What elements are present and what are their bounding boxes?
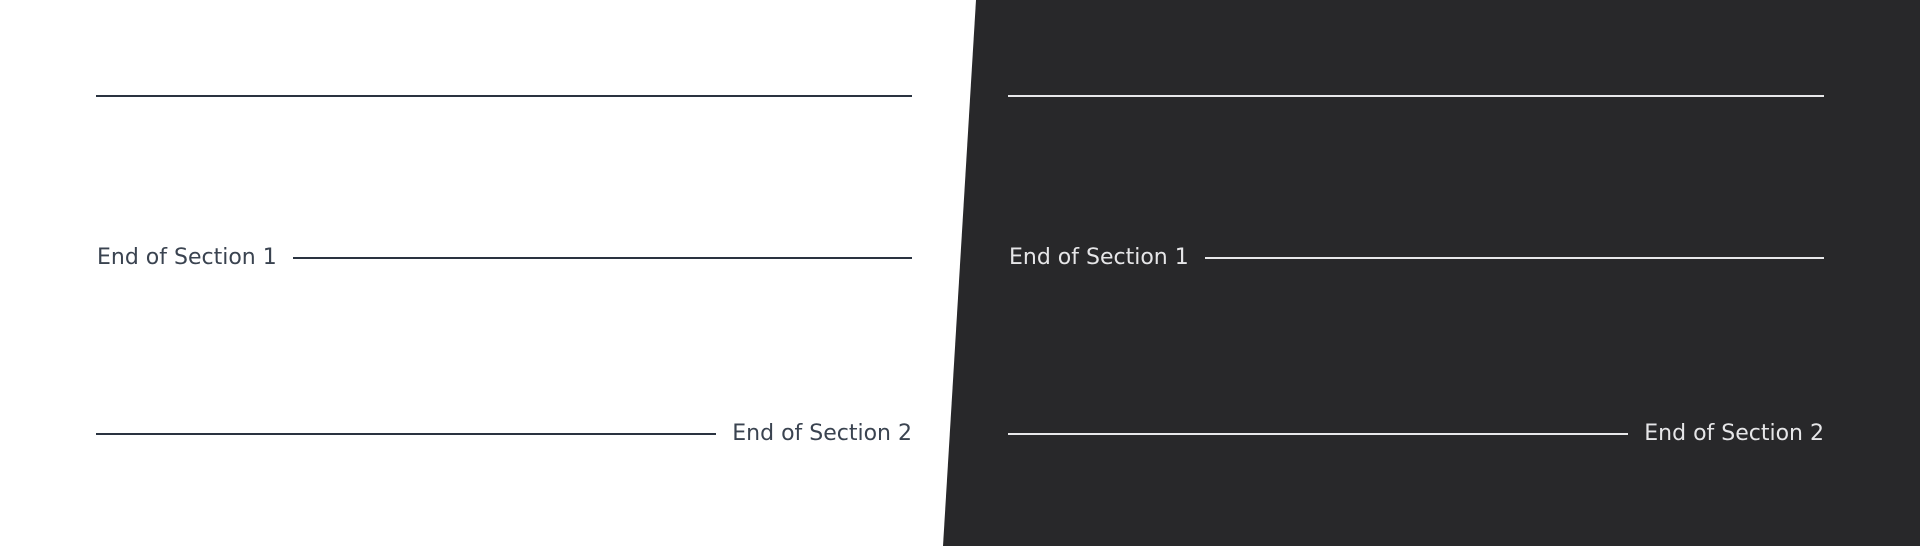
plain-divider bbox=[1008, 95, 1824, 97]
divider-label: End of Section 2 bbox=[732, 421, 912, 446]
divider-line bbox=[292, 257, 912, 259]
divider-line bbox=[1008, 433, 1629, 435]
divider-line bbox=[96, 433, 717, 435]
divider-label: End of Section 1 bbox=[1009, 245, 1189, 270]
labeled-divider-end: End of Section 2 bbox=[96, 419, 912, 449]
divider-label: End of Section 1 bbox=[97, 245, 277, 270]
plain-divider bbox=[96, 95, 912, 97]
dark-panel: End of Section 1 End of Section 2 bbox=[1008, 0, 1824, 546]
light-panel: End of Section 1 End of Section 2 bbox=[96, 0, 912, 546]
labeled-divider-start: End of Section 1 bbox=[1008, 243, 1824, 273]
labeled-divider-start: End of Section 1 bbox=[96, 243, 912, 273]
divider-label: End of Section 2 bbox=[1644, 421, 1824, 446]
divider-line bbox=[1204, 257, 1824, 259]
labeled-divider-end: End of Section 2 bbox=[1008, 419, 1824, 449]
